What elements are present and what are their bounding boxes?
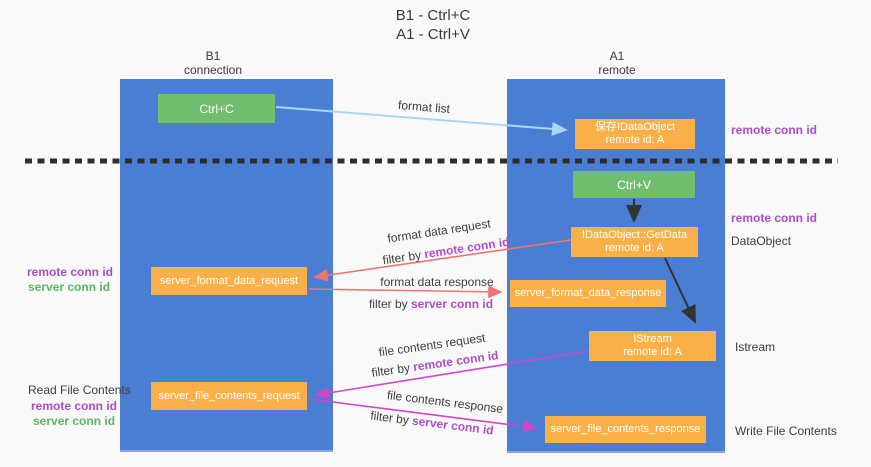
istream-line1: IStream bbox=[633, 333, 672, 345]
format-list-label: format list bbox=[397, 97, 451, 117]
filter-by-text-2: filter by bbox=[368, 297, 411, 311]
left-server-conn-id-bottom: server conn id bbox=[33, 414, 116, 428]
left-lane-subtitle: connection bbox=[183, 63, 243, 77]
idataobject-getdata-line2: remote id: A bbox=[605, 242, 664, 254]
format-data-response-label: format data response bbox=[380, 275, 494, 289]
ctrl-c-node: Ctrl+C bbox=[158, 94, 275, 123]
left-remote-conn-id-top: remote conn id bbox=[27, 265, 114, 279]
right-lane-header: A1 remote bbox=[598, 49, 635, 77]
ctrl-c-label: Ctrl+C bbox=[199, 101, 234, 116]
save-idataobject-node: 保存IDataObject remote id: A bbox=[575, 119, 695, 149]
diagram-title-line1: B1 - Ctrl+C bbox=[395, 7, 471, 24]
server-file-contents-response-node: server_file_contents_response bbox=[545, 416, 706, 443]
filter-by-text-1: filter by bbox=[381, 247, 426, 268]
format-data-response-arrow bbox=[308, 285, 503, 299]
save-idataobject-line1: 保存IDataObject bbox=[594, 121, 676, 133]
left-lane-title: B1 bbox=[205, 49, 221, 63]
filter-server-conn-id-1: server conn id bbox=[410, 297, 494, 311]
filter-by-text-3: filter by bbox=[370, 360, 415, 380]
write-file-contents-label: Write File Contents bbox=[735, 424, 837, 438]
filter-by-text-4: filter by bbox=[369, 408, 413, 428]
server-format-data-response-label: server_format_data_response bbox=[514, 287, 662, 299]
right-remote-conn-id-mid: remote conn id bbox=[731, 211, 818, 225]
left-server-conn-id-top: server conn id bbox=[28, 280, 111, 294]
right-remote-conn-id-top: remote conn id bbox=[731, 123, 818, 137]
filter-remote-conn-id-1: remote conn id bbox=[423, 234, 511, 262]
right-lane-subtitle: remote bbox=[598, 63, 636, 77]
server-format-data-request-label: server_format_data_request bbox=[159, 274, 299, 287]
ctrl-v-label: Ctrl+V bbox=[617, 177, 651, 192]
server-file-contents-request-label: server_file_contents_request bbox=[158, 389, 300, 402]
server-format-data-request-node: server_format_data_request bbox=[151, 267, 307, 295]
idataobject-getdata-node: IDataObject::GetData remote id: A bbox=[571, 227, 698, 257]
format-data-response-filter-label: filter by server conn id bbox=[369, 297, 493, 311]
idataobject-getdata-line1: IDataObject::GetData bbox=[581, 229, 688, 241]
right-lane-title: A1 bbox=[609, 49, 625, 63]
save-idataobject-line2: remote id: A bbox=[605, 134, 665, 146]
server-format-data-response-node: server_format_data_response bbox=[510, 280, 666, 307]
istream-node: IStream remote id: A bbox=[589, 331, 716, 361]
left-lane-header: B1 connection bbox=[184, 49, 242, 77]
istream-line2: remote id: A bbox=[623, 346, 682, 358]
server-file-contents-request-node: server_file_contents_request bbox=[151, 382, 307, 410]
diagram-title-line2: A1 - Ctrl+V bbox=[396, 26, 470, 43]
dataobject-label: DataObject bbox=[731, 234, 792, 248]
left-remote-conn-id-bottom: remote conn id bbox=[31, 399, 118, 413]
istream-side-label: Istream bbox=[735, 340, 776, 354]
server-file-contents-response-label: server_file_contents_response bbox=[550, 423, 701, 435]
ctrl-v-node: Ctrl+V bbox=[573, 171, 695, 198]
read-file-contents-label: Read File Contents bbox=[28, 383, 131, 397]
filter-server-conn-id-2: server conn id bbox=[411, 413, 495, 438]
